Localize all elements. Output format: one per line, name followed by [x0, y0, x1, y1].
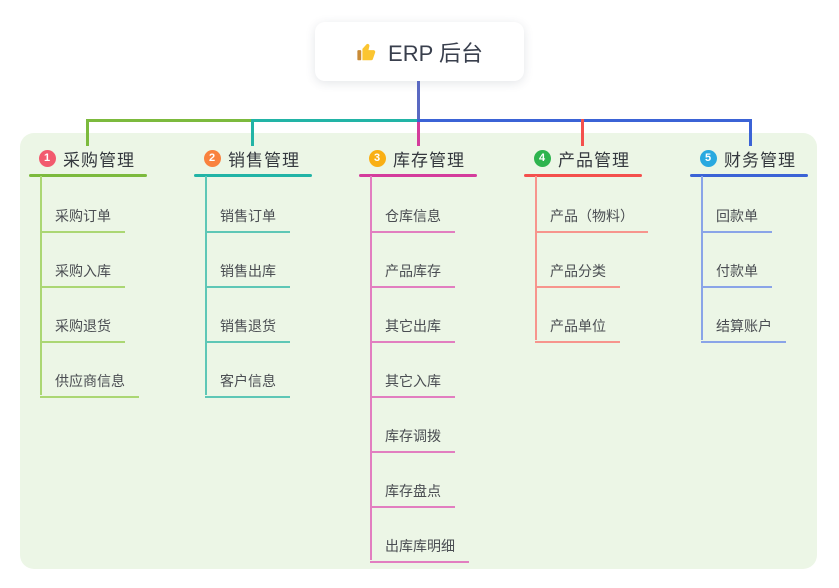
branch-underline	[524, 174, 642, 177]
connector-h-branch2	[251, 119, 419, 122]
branch-child-connector	[40, 176, 42, 395]
root-node-label: ERP 后台	[388, 40, 483, 66]
leaf-node[interactable]: 其它入库	[370, 364, 455, 398]
branch-underline	[690, 174, 808, 177]
branch-title-label: 采购管理	[63, 150, 135, 170]
branch-underline	[29, 174, 147, 177]
branch-node-purchase[interactable]: 1 采购管理	[39, 147, 135, 170]
leaf-node[interactable]: 仓库信息	[370, 199, 455, 233]
leaf-node[interactable]: 库存盘点	[370, 474, 455, 508]
leaf-node[interactable]: 采购退货	[40, 309, 125, 343]
branch-node-sales[interactable]: 2 销售管理	[204, 147, 300, 170]
connector-drop-branch2	[251, 119, 254, 146]
connector-drop-branch5	[749, 119, 752, 146]
branch-number-badge: 4	[534, 149, 551, 167]
branch-underline	[194, 174, 312, 177]
thumbs-up-icon	[356, 41, 378, 63]
branch-title-label: 产品管理	[558, 150, 630, 170]
branch-underline	[359, 174, 477, 177]
branch-number-badge: 3	[369, 149, 386, 167]
leaf-node[interactable]: 付款单	[701, 254, 772, 288]
leaf-node[interactable]: 产品分类	[535, 254, 620, 288]
connector-drop-branch1	[86, 119, 89, 146]
branch-node-finance[interactable]: 5 财务管理	[700, 147, 796, 170]
branch-title-label: 库存管理	[393, 150, 465, 170]
branch-number-badge: 5	[700, 149, 717, 167]
leaf-node[interactable]: 采购入库	[40, 254, 125, 288]
root-node[interactable]: ERP 后台	[315, 22, 524, 81]
connector-drop-branch3	[417, 122, 420, 146]
leaf-node[interactable]: 采购订单	[40, 199, 125, 233]
branch-node-product[interactable]: 4 产品管理	[534, 147, 630, 170]
branch-title-label: 财务管理	[724, 150, 796, 170]
leaf-node[interactable]: 回款单	[701, 199, 772, 233]
leaf-node[interactable]: 供应商信息	[40, 364, 139, 398]
leaf-node[interactable]: 其它出库	[370, 309, 455, 343]
branch-child-connector	[205, 176, 207, 395]
mindmap-background-panel	[20, 133, 817, 569]
leaf-node[interactable]: 出库库明细	[370, 529, 469, 563]
connector-drop-branch4	[581, 119, 584, 146]
branch-title-label: 销售管理	[228, 150, 300, 170]
leaf-node[interactable]: 产品单位	[535, 309, 620, 343]
leaf-node[interactable]: 库存调拨	[370, 419, 455, 453]
connector-h-branch1	[86, 119, 253, 122]
leaf-node[interactable]: 结算账户	[701, 309, 786, 343]
leaf-node[interactable]: 销售订单	[205, 199, 290, 233]
leaf-node[interactable]: 产品（物料）	[535, 199, 648, 233]
leaf-node[interactable]: 产品库存	[370, 254, 455, 288]
root-connector-line	[417, 81, 420, 121]
branch-node-inventory[interactable]: 3 库存管理	[369, 147, 465, 170]
branch-child-connector	[535, 176, 537, 340]
leaf-node[interactable]: 客户信息	[205, 364, 290, 398]
branch-child-connector	[370, 176, 372, 560]
leaf-node[interactable]: 销售出库	[205, 254, 290, 288]
branch-child-connector	[701, 176, 703, 340]
branch-number-badge: 1	[39, 149, 56, 167]
connector-h-branch5	[417, 119, 752, 122]
leaf-node[interactable]: 销售退货	[205, 309, 290, 343]
branch-number-badge: 2	[204, 149, 221, 167]
